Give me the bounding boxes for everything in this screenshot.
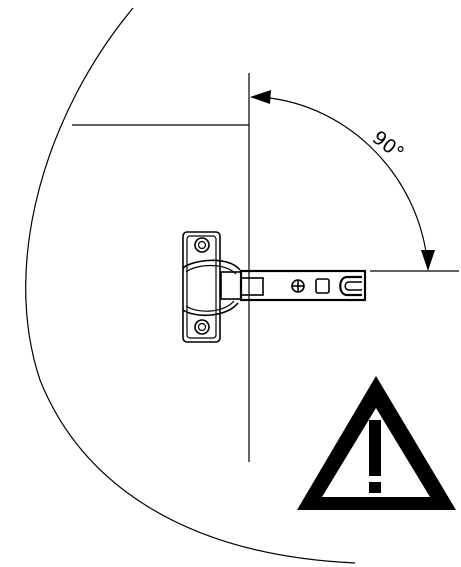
angle-label: 90°	[368, 127, 408, 165]
concealed-hinge-icon	[182, 231, 367, 343]
warning-triangle-icon	[297, 376, 456, 510]
angle-dimension-arc	[255, 96, 429, 269]
door-swing-arc	[25, 7, 356, 564]
angle-arrow-end-icon	[421, 250, 435, 271]
angle-arrow-start-icon	[250, 90, 271, 104]
